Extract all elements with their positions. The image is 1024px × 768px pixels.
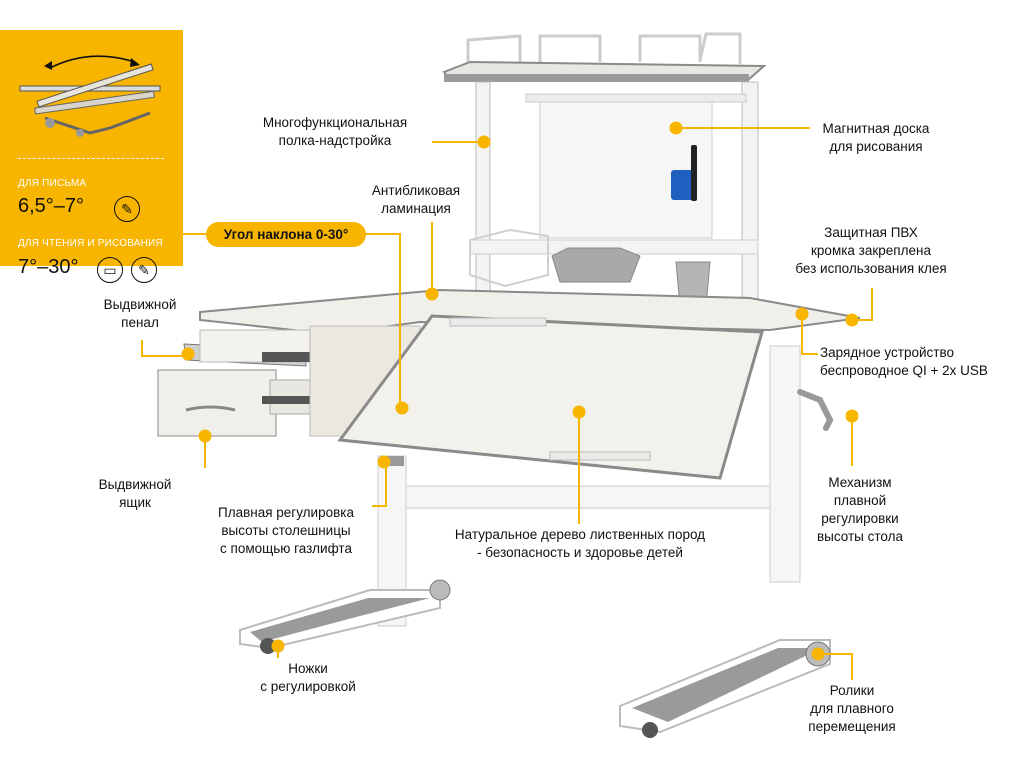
magnetic-board (539, 97, 713, 239)
pen-icon: ✎ (114, 196, 140, 222)
callout-pvc-line2: кромка закреплена (811, 243, 931, 258)
callout-board: Магнитная доска для рисования (806, 120, 946, 156)
callout-gaslift-line3: с помощью газлифта (220, 541, 352, 556)
callout-mech-line2: плавной (833, 493, 887, 508)
callout-drawer-line1: Выдвижной (98, 477, 172, 492)
brush-icon: ✎ (131, 257, 157, 283)
callout-wood-line2: - безопасность и здоровье детей (477, 545, 683, 560)
callout-wood: Натуральное дерево лиственных пород - бе… (440, 526, 720, 562)
callout-rollers-line1: Ролики (829, 683, 875, 698)
callout-board-line2: для рисования (829, 139, 923, 154)
pen-groove-top (449, 317, 547, 327)
callout-gaslift-line2: высоты столешницы (221, 523, 351, 538)
callout-legs-line2: с регулировкой (260, 679, 356, 694)
tilt-angle-badge: Угол наклона 0-30° (206, 222, 366, 247)
right-column (769, 345, 801, 583)
pencil-case-drawer (183, 329, 322, 367)
callout-shelf-line1: Многофункциональная (262, 115, 408, 130)
callout-pencil-case: Выдвижной пенал (80, 296, 200, 332)
callout-gaslift-line1: Плавная регулировка (218, 505, 354, 520)
callout-shelf: Многофункциональная полка-надстройка (240, 114, 430, 150)
callout-charger-line1: Зарядное устройство (820, 345, 954, 360)
top-shelf (442, 32, 767, 82)
callout-mech-line4: высоты стола (816, 529, 903, 544)
callout-lines (141, 127, 873, 680)
callout-drawer-line2: ящик (119, 495, 151, 510)
eraser (671, 170, 695, 200)
reading-angle: 7°–30° (18, 256, 79, 278)
tilt-angle-panel: ДЛЯ ПИСЬМА 6,5°–7° ✎ ДЛЯ ЧТЕНИЯ И РИСОВА… (0, 30, 183, 283)
left-roller (429, 579, 451, 601)
tray (551, 247, 641, 283)
marker (691, 145, 697, 201)
writing-angle: 6,5°–7° (18, 195, 85, 217)
callout-legs: Ножки с регулировкой (240, 660, 376, 696)
callout-board-line1: Магнитная доска (822, 121, 930, 136)
callout-wood-line1: Натуральное дерево лиственных пород (454, 527, 706, 542)
callout-lamination-line1: Антибликовая (371, 183, 461, 198)
right-upright (741, 81, 759, 303)
callout-pvc-line1: Защитная ПВХ (824, 225, 918, 240)
writing-caption: ДЛЯ ПИСЬМА (18, 178, 87, 189)
reading-caption: ДЛЯ ЧТЕНИЯ И РИСОВАНИЯ (18, 238, 163, 249)
callout-pencil-line1: Выдвижной (103, 297, 177, 312)
callout-charger: Зарядное устройство беспроводное QI + 2x… (820, 344, 1010, 380)
callout-mech-line1: Механизм (828, 475, 892, 490)
callout-gaslift: Плавная регулировка высоты столешницы с … (200, 504, 372, 558)
callout-drawer: Выдвижной ящик (90, 476, 180, 512)
tilt-desk-thumbnail (19, 55, 161, 137)
callout-rollers-line3: перемещения (808, 719, 896, 734)
callout-rollers: Ролики для плавного перемещения (790, 682, 914, 736)
callout-pvc-line3: без использования клея (795, 261, 947, 276)
callout-legs-line1: Ножки (288, 661, 328, 676)
pen-groove-bottom (549, 451, 651, 461)
left-upright (475, 81, 491, 293)
callout-rollers-line2: для плавного (810, 701, 894, 716)
callout-mechanism: Механизм плавной регулировки высоты стол… (800, 474, 920, 546)
callout-lamination: Антибликовая ламинация (356, 182, 476, 218)
callout-pencil-line2: пенал (121, 315, 159, 330)
callout-markers (181, 121, 859, 661)
crank-handle (797, 389, 834, 431)
cross-bar (405, 485, 771, 509)
callout-charger-line2: беспроводное QI + 2x USB (820, 363, 988, 378)
wire-holder (469, 228, 549, 288)
magnetic-board-frame (525, 93, 747, 103)
book-icon: ▭ (97, 257, 123, 283)
callout-mech-line3: регулировки (821, 511, 899, 526)
desk-rear-top (199, 288, 861, 336)
drawer (157, 369, 326, 437)
callout-pvc-edge: Защитная ПВХ кромка закреплена без испол… (776, 224, 966, 278)
callout-shelf-line2: полка-надстройка (278, 133, 392, 148)
tilting-tabletop (337, 314, 764, 480)
callout-lamination-line2: ламинация (381, 201, 451, 216)
panel-divider (18, 158, 164, 159)
